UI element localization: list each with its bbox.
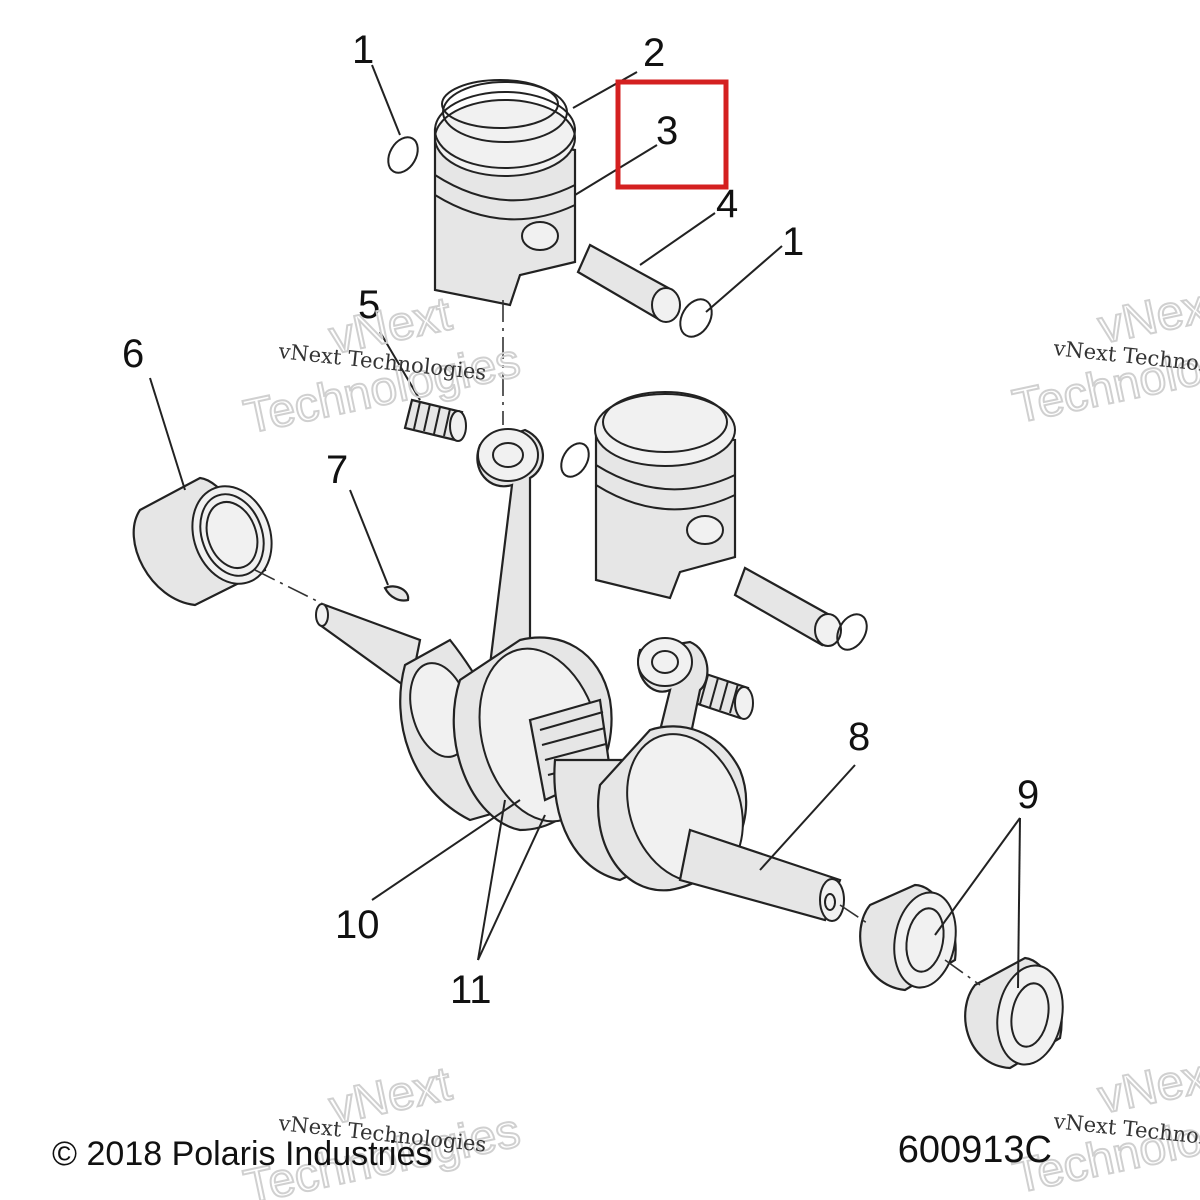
callout-1-left: 1 xyxy=(352,28,374,72)
center-lines xyxy=(254,300,981,986)
callout-7: 7 xyxy=(326,448,348,492)
callout-1-right: 1 xyxy=(782,220,804,264)
lower-circlip-right[interactable] xyxy=(831,609,873,655)
callout-labels: 1 2 3 4 1 5 6 7 8 9 10 11 xyxy=(122,28,1039,1012)
callout-9: 9 xyxy=(1017,773,1039,817)
lower-piston-pin[interactable] xyxy=(733,566,842,647)
lower-circlip-left[interactable] xyxy=(556,438,595,481)
callout-10: 10 xyxy=(335,903,380,947)
upper-needle-bearing[interactable] xyxy=(403,398,467,442)
upper-circlip-right[interactable] xyxy=(674,294,718,343)
copyright-text: © 2018 Polaris Industries xyxy=(52,1135,432,1173)
upper-piston-pin[interactable] xyxy=(576,243,681,323)
upper-piston-ring[interactable] xyxy=(441,79,559,129)
right-bearing-outer[interactable] xyxy=(964,956,1070,1070)
left-main-bearing[interactable] xyxy=(132,475,285,607)
callout-6: 6 xyxy=(122,332,144,376)
callout-11: 11 xyxy=(450,968,492,1012)
callout-3[interactable]: 3 xyxy=(656,109,678,153)
lower-piston[interactable] xyxy=(594,391,737,600)
upper-piston[interactable] xyxy=(433,81,577,307)
callout-2: 2 xyxy=(643,31,665,75)
svg-text:vNext: vNext xyxy=(1094,1047,1200,1124)
woodruff-key[interactable] xyxy=(383,585,410,602)
callout-4: 4 xyxy=(716,182,738,226)
highlight-box xyxy=(615,79,729,190)
callout-8: 8 xyxy=(848,715,870,759)
right-bearing-inner[interactable] xyxy=(859,883,963,992)
callout-5: 5 xyxy=(358,283,380,327)
drawing-number: 600913C xyxy=(898,1129,1052,1171)
crankshaft[interactable] xyxy=(315,603,845,922)
upper-connecting-rod[interactable] xyxy=(476,428,544,667)
upper-circlip-left[interactable] xyxy=(382,132,424,178)
